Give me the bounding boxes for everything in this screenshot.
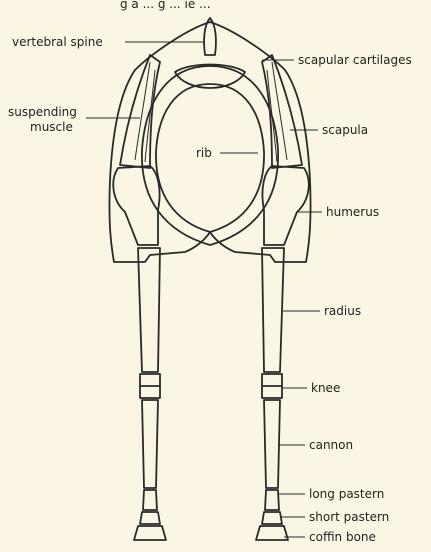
body-outline — [109, 22, 310, 262]
left-coffin-bone — [134, 526, 166, 540]
left-scapula — [120, 55, 160, 168]
label-vertebral-spine: vertebral spine — [12, 35, 103, 49]
left-long-pastern — [143, 490, 157, 510]
left-knee — [140, 374, 160, 398]
left-cannon — [142, 400, 158, 488]
label-suspending-muscle-line1: suspending — [8, 105, 77, 119]
label-cannon: cannon — [309, 438, 353, 452]
label-scapula: scapula — [322, 123, 368, 137]
label-scapular-cartilages: scapular cartilages — [298, 53, 412, 67]
right-radius — [262, 248, 284, 372]
label-knee: knee — [311, 381, 340, 395]
right-coffin-bone — [256, 526, 288, 540]
right-long-pastern — [265, 490, 279, 510]
label-rib: rib — [196, 146, 212, 160]
left-radius — [138, 248, 160, 372]
right-scapula — [262, 55, 302, 168]
label-suspending-muscle-line2: muscle — [30, 120, 73, 134]
right-humerus — [262, 166, 308, 245]
left-humerus — [113, 166, 159, 245]
label-coffin-bone: coffin bone — [309, 530, 376, 544]
left-short-pastern — [140, 512, 160, 524]
right-knee — [262, 374, 282, 398]
header-fragment: g a ... g ... ie ... — [120, 0, 211, 11]
vertebral-spine — [204, 18, 216, 55]
right-short-pastern — [262, 512, 282, 524]
label-radius: radius — [324, 304, 361, 318]
label-humerus: humerus — [326, 205, 379, 219]
right-cannon — [264, 400, 280, 488]
label-short-pastern: short pastern — [309, 510, 389, 524]
label-long-pastern: long pastern — [309, 487, 384, 501]
